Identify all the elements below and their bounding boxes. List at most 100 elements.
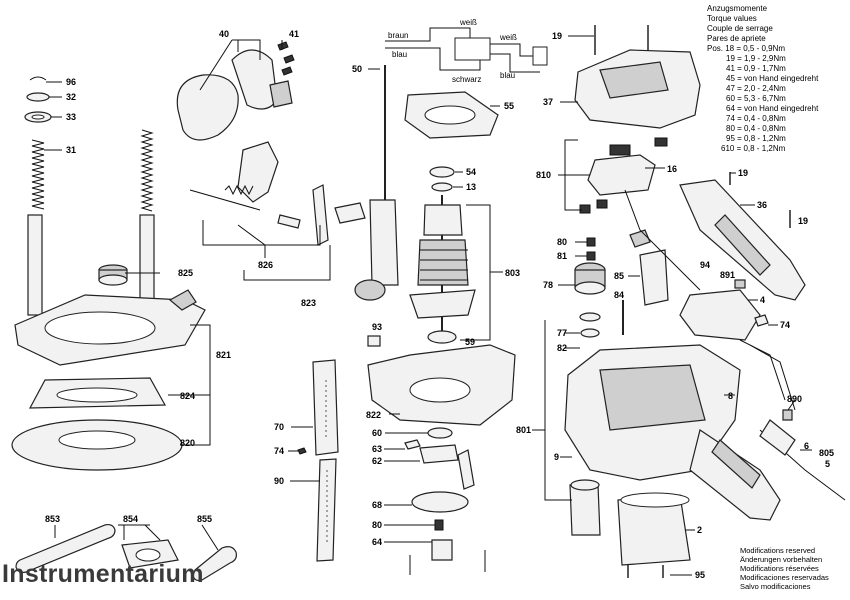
label-13: 13 (466, 182, 476, 192)
label-890: 890 (787, 394, 802, 404)
washer-32 (26, 92, 50, 102)
label-82: 82 (557, 343, 567, 353)
torque-row: 41 = 0,9 - 1,7Nm (726, 64, 786, 73)
torque-title-de: Anzugsmomente (707, 4, 768, 13)
label-62: 62 (372, 456, 382, 466)
torque-row: 60 = 5,3 - 6,7Nm (726, 94, 786, 103)
label-823: 823 (301, 298, 316, 308)
label-36: 36 (757, 200, 767, 210)
label-19-handle: 19 (798, 216, 808, 226)
torque-row: 45 = von Hand eingedreht (726, 74, 819, 83)
label-826: 826 (258, 260, 273, 270)
label-70: 70 (274, 422, 284, 432)
label-805: 805 (819, 448, 834, 458)
lever-spring (224, 184, 254, 196)
torque-row: 47 = 2,0 - 2,4Nm (726, 84, 786, 93)
lever-arm (237, 141, 279, 203)
label-820: 820 (180, 438, 195, 448)
collet-64 (431, 539, 453, 561)
label-74-right: 74 (780, 320, 790, 330)
screw-74 (297, 447, 307, 455)
depth-scale-70 (312, 359, 339, 456)
label-824: 824 (180, 391, 195, 401)
switch-box-4 (679, 289, 761, 341)
label-84: 84 (614, 290, 624, 300)
label-63: 63 (372, 444, 382, 454)
label-77: 77 (557, 328, 567, 338)
label-822: 822 (366, 410, 381, 420)
label-825: 825 (178, 268, 193, 278)
guide-column-left (27, 214, 43, 316)
watermark-brand: Instrumentarium (2, 560, 204, 588)
label-37: 37 (543, 97, 553, 107)
lock-plate (312, 184, 329, 246)
part-891 (734, 279, 746, 289)
wire-label-schwarz: schwarz (452, 75, 481, 84)
spring-63 (404, 439, 421, 450)
label-40: 40 (219, 29, 229, 39)
screw-81 (586, 251, 596, 261)
wire-label-weiss: weiß (459, 18, 477, 27)
svg-text:Modificaciones reservadas: Modificaciones reservadas (740, 573, 829, 582)
handle-knob (176, 74, 239, 141)
wrench-853 (15, 523, 116, 574)
torque-title-en: Torque values (707, 14, 757, 23)
label-95: 95 (695, 570, 705, 580)
plunge-base-assembly (11, 76, 211, 471)
label-855: 855 (197, 514, 212, 524)
cable-guard-805 (759, 419, 796, 456)
bearing-sleeve-9 (569, 484, 601, 536)
armature-fan (409, 289, 476, 319)
label-19-top: 19 (552, 31, 562, 41)
label-33: 33 (66, 112, 76, 122)
torque-title-ro: Pares de apriete (707, 34, 766, 43)
part-890 (782, 409, 793, 421)
modifications-notice: Modifications reserved Änderungen vorbeh… (740, 546, 829, 591)
label-32: 32 (66, 92, 76, 102)
armature-core (417, 239, 469, 286)
label-90: 90 (274, 476, 284, 486)
washer-13 (431, 182, 453, 192)
part-93 (367, 335, 381, 347)
handle-8 (689, 429, 781, 521)
label-59: 59 (465, 337, 475, 347)
label-2: 2 (697, 525, 702, 535)
wire-label-blau: blau (392, 50, 407, 59)
bearing-59 (427, 330, 457, 344)
label-854: 854 (123, 514, 138, 524)
wire-label-blau-2: blau (500, 71, 515, 80)
label-94: 94 (700, 260, 710, 270)
label-810: 810 (536, 170, 551, 180)
label-19-right: 19 (738, 168, 748, 178)
depth-stop-assembly (297, 359, 339, 562)
label-50: 50 (352, 64, 362, 74)
wiring-schematic (385, 27, 548, 73)
svg-text:Modifications réservées: Modifications réservées (740, 564, 819, 573)
torque-row: Pos. 18 = 0,5 - 0,9Nm (707, 44, 785, 53)
label-60: 60 (372, 428, 382, 438)
bearing-54 (429, 166, 455, 178)
label-803: 803 (505, 268, 520, 278)
label-54: 54 (466, 167, 476, 177)
plate-68 (411, 491, 469, 513)
electronic-module-16 (587, 154, 656, 196)
torque-values-table: Anzugsmomente Torque values Couple de se… (707, 4, 819, 153)
label-68: 68 (372, 500, 382, 510)
label-801: 801 (516, 425, 531, 435)
lock-shaft (369, 199, 399, 286)
lock-button-62 (419, 444, 459, 464)
torque-title-fr: Couple de serrage (707, 24, 773, 33)
label-78: 78 (543, 280, 553, 290)
torque-row: 95 = 0,8 - 1,2Nm (726, 134, 786, 143)
bearing-60 (427, 427, 453, 439)
retaining-ring (29, 76, 47, 81)
torque-row: 610 = 0,8 - 1,2Nm (721, 144, 786, 153)
label-93: 93 (372, 322, 382, 332)
label-8: 8 (728, 391, 733, 401)
label-853: 853 (45, 514, 60, 524)
motor-housing-assembly (564, 344, 846, 578)
label-74-left: 74 (274, 446, 284, 456)
switch-assembly (574, 229, 769, 341)
top-cover-assembly (574, 25, 806, 301)
